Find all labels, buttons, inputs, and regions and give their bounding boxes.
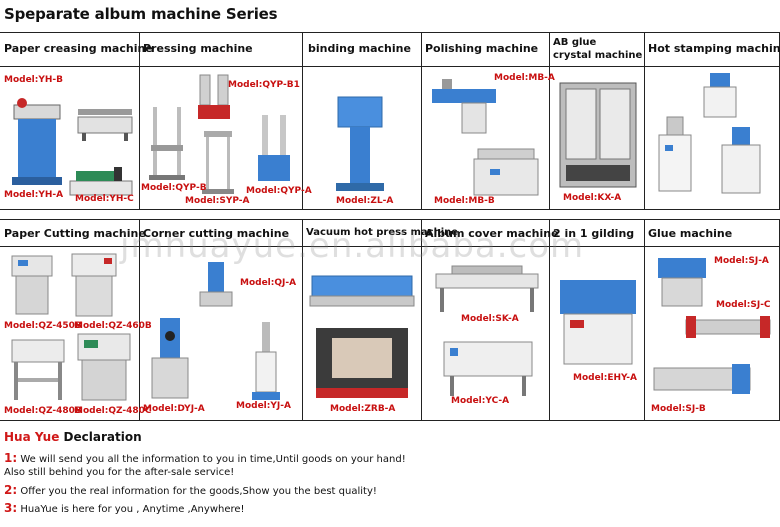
model-label: Model:YJ-A [236, 401, 291, 411]
model-label: Model:ZL-A [336, 196, 394, 206]
creasing-machine-yh-a-image [8, 95, 66, 187]
item-text: HuaYue is here for you , Anytime ,Anywhe… [17, 504, 245, 515]
model-label: Model:SJ-B [651, 404, 706, 414]
glue-machine-sj-a-image [654, 254, 710, 310]
declaration-item-1: 1: We will send you all the information … [4, 451, 406, 465]
model-label: Model:KX-A [563, 193, 622, 203]
header-polishing: Polishing machine [425, 42, 539, 55]
gilding-machine-ehy-a-image [556, 276, 640, 368]
header-vacuum-hot-press: Vacuum hot press machine [306, 227, 459, 238]
page-title: Speparate album machine Series [4, 5, 278, 23]
hot-stamping-machine-right-image [718, 125, 764, 197]
pressing-machine-qyp-b-image [147, 105, 187, 181]
model-label: Model:SJ-A [714, 256, 769, 266]
model-label: Model:DYJ-A [143, 404, 205, 414]
model-label: Model:QJ-A [240, 278, 297, 288]
item-text: Offer you the real information for the g… [17, 486, 377, 497]
brand-name: Hua Yue [4, 430, 60, 444]
model-label: Model:SYP-A [185, 196, 250, 206]
model-label: Model:SJ-C [716, 300, 771, 310]
model-label: Model:QZ-450B [4, 321, 82, 331]
model-label: Model:QZ-480C [74, 406, 152, 416]
header-ab-glue: AB glue [553, 37, 597, 48]
glue-machine-sj-c-image [684, 312, 772, 342]
declaration-item-3: 3: HuaYue is here for you , Anytime ,Any… [4, 501, 245, 515]
album-cover-machine-sk-a-image [432, 264, 542, 314]
corner-cutter-qj-a-image [196, 260, 236, 310]
binding-machine-zl-a-image [330, 93, 390, 193]
model-label: Model:MB-B [434, 196, 495, 206]
declaration-title-text: Declaration [59, 430, 142, 444]
model-label: Model:QYP-B [141, 183, 207, 193]
paper-cutter-qz-480c-image [74, 332, 134, 404]
header-album-cover: Album cover machine [425, 227, 559, 240]
item-text: We will send you all the information to … [17, 454, 406, 465]
header-pressing: Pressing machine [143, 42, 253, 55]
declaration-item-2: 2: Offer you the real information for th… [4, 483, 377, 497]
model-label: Model:SK-A [461, 314, 519, 324]
model-label: Model:EHY-A [573, 373, 637, 383]
corner-cutter-dyj-a-image [148, 316, 192, 402]
header-gilding: 2 in 1 gilding [553, 227, 635, 240]
album-cover-machine-yc-a-image [440, 336, 536, 398]
vacuum-hot-press-top-image [308, 270, 416, 310]
pressing-machine-qyp-a-image [254, 113, 294, 183]
paper-cutter-qz-460b-image [68, 252, 120, 320]
model-label: Model:QYP-B1 [228, 80, 300, 90]
item-number: 2: [4, 483, 18, 497]
polishing-machine-mb-a-image [430, 75, 498, 135]
header-hot-stamping: Hot stamping machine [648, 42, 780, 55]
header-paper-cutting: Paper Cutting machine [4, 227, 146, 240]
header-divider [0, 66, 780, 67]
header-corner-cutting: Corner cutting machine [143, 227, 290, 240]
hot-stamping-machine-left-image [655, 115, 695, 195]
crystal-machine-kx-a-image [558, 81, 638, 191]
header-binding: binding machine [308, 42, 411, 55]
model-label: Model:MB-A [494, 73, 555, 83]
paper-cutter-qz-450b-image [8, 254, 56, 318]
model-label: Model:QZ-460B [74, 321, 152, 331]
machine-grid-row-1: Paper creasing machine Pressing machine … [0, 32, 780, 210]
model-label: Model:ZRB-A [330, 404, 396, 414]
header-divider [0, 246, 780, 247]
header-crystal: crystal machine [553, 50, 643, 61]
glue-machine-sj-b-image [652, 360, 752, 398]
pressing-machine-syp-a-image [200, 129, 236, 195]
paper-cutter-qz-480b-image [8, 338, 68, 404]
polishing-machine-mb-b-image [470, 145, 542, 197]
header-paper-creasing: Paper creasing machine [4, 42, 153, 55]
hot-stamping-machine-top-image [700, 71, 740, 121]
header-glue: Glue machine [648, 227, 733, 240]
creasing-machine-yh-c-image [68, 165, 134, 199]
model-label: Model:YH-C [75, 194, 134, 204]
machine-grid-row-2: Paper Cutting machine Corner cutting mac… [0, 219, 780, 421]
corner-cutter-yj-a-image [246, 320, 286, 402]
declaration-title: Hua Yue Declaration [4, 430, 142, 444]
item-number: 1: [4, 451, 18, 465]
model-label: Model:YH-A [4, 190, 64, 200]
model-label: Model:YH-B [4, 75, 64, 85]
pressing-machine-qyp-b1-image [196, 73, 232, 123]
model-label: Model:YC-A [451, 396, 510, 406]
item-number: 3: [4, 501, 18, 515]
model-label: Model:QYP-A [246, 186, 312, 196]
declaration-item-1-continued: Also still behind you for the after-sale… [4, 467, 235, 478]
model-label: Model:QZ-480B [4, 406, 82, 416]
vacuum-hot-press-zrb-a-image [314, 326, 410, 400]
creasing-machine-yh-b-image [76, 103, 134, 143]
